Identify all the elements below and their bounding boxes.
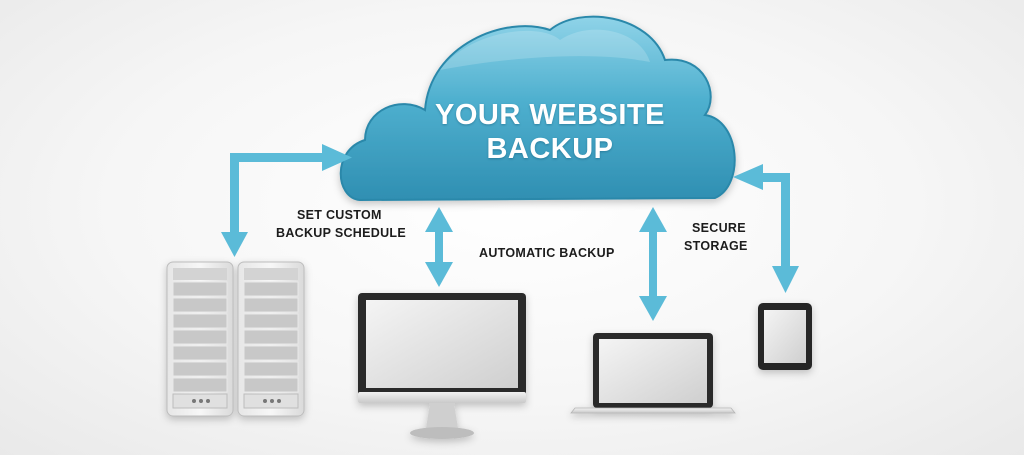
schedule-label-2: BACKUP SCHEDULE (276, 224, 406, 242)
cloud-title: YOUR WEBSITE BACKUP (395, 98, 705, 166)
cloud-icon (339, 15, 736, 202)
tablet-arrow (733, 164, 799, 293)
schedule-label-line1: SET CUSTOM (297, 208, 382, 222)
schedule-label: SET CUSTOM (297, 206, 382, 224)
server-unit-left (166, 261, 234, 417)
secure-label-line2: STORAGE (684, 239, 748, 253)
server-icon (166, 261, 305, 417)
secure-label-line1: SECURE (692, 221, 746, 235)
cloud-title-line2: BACKUP (486, 133, 614, 165)
server-unit-right (237, 261, 305, 417)
laptop-icon (570, 333, 736, 414)
cloud-title-line1: YOUR WEBSITE (435, 99, 665, 131)
schedule-label-line2: BACKUP SCHEDULE (276, 226, 406, 240)
automatic-backup-label: AUTOMATIC BACKUP (479, 246, 615, 260)
automatic-backup-arrow (425, 207, 453, 287)
schedule-arrow (221, 144, 352, 257)
arrows (221, 144, 799, 321)
secure-storage-arrow (639, 207, 667, 321)
desktop-monitor-icon (358, 293, 526, 439)
tablet-icon (758, 303, 812, 370)
